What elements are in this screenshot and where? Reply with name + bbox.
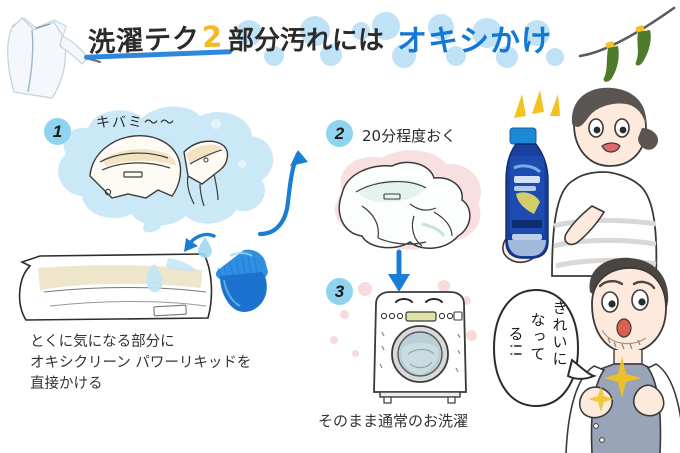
step1-collar-cuff-sketch: [89, 135, 229, 207]
step-1-badge: 1: [44, 118, 71, 145]
step-2-label: 20分程度おく: [362, 127, 457, 145]
step-1-caption: とくに気になる部分に オキシクリーン パワーリキッドを 直接かける: [30, 334, 252, 392]
title-tech: 洗濯テク2: [87, 15, 224, 59]
title-dot: [496, 46, 518, 68]
hanging-shirt-illustration: [7, 17, 102, 99]
step3-dot: [340, 310, 349, 319]
step2-soaking-laundry-sketch: [338, 161, 471, 249]
title-dot: [264, 46, 284, 66]
detergent-bottle: [505, 127, 549, 259]
step3-dot: [466, 330, 477, 341]
title-dot: [428, 14, 454, 40]
step-3-caption: そのまま通常のお洗濯: [318, 412, 469, 430]
step3-dot: [358, 282, 372, 296]
title-dot: [352, 22, 370, 40]
title-tech-text: 洗濯テク: [87, 23, 201, 59]
step-3-badge: 3: [326, 278, 353, 305]
title-banner: 洗濯テク2 部分汚れには オキシかけ: [0, 0, 680, 99]
title-dot: [236, 20, 262, 46]
clothesline-socks-illustration: [578, 6, 676, 82]
droplet-icon: [198, 237, 212, 258]
title-dot: [320, 44, 342, 66]
speech-line-3: る!!: [506, 326, 525, 360]
measuring-cap-illustration: [215, 249, 268, 313]
title-dot: [446, 46, 466, 66]
title-dot: [546, 48, 564, 66]
arrow-step2-to-step3: [388, 249, 410, 292]
speech-bubble-text: きれいに なって る!!: [500, 300, 576, 400]
speech-line-1: きれいに: [550, 300, 569, 368]
step-2-badge: 2: [326, 120, 353, 147]
step3-dot: [352, 350, 359, 357]
title-highlight-text: オキシかけ: [397, 24, 552, 59]
step-1-note: キバミ〜〜: [96, 115, 176, 131]
arrow-step1-to-step2: [257, 150, 308, 237]
title-middle-text: 部分汚れには: [228, 26, 385, 56]
speech-bubble-shape: [492, 288, 597, 408]
speech-line-2: なって: [528, 312, 547, 363]
pour-arrow-icon: [184, 232, 216, 252]
washing-machine-illustration: [373, 291, 467, 404]
step3-dot: [438, 280, 450, 292]
title-dot: [300, 16, 330, 46]
step3-dot: [462, 296, 471, 305]
title-dot: [472, 18, 502, 48]
step1-collar-treatment-sketch: [18, 253, 213, 321]
step3-dot: [330, 336, 338, 344]
title-tech-number: 2: [201, 19, 224, 55]
title-dot: [372, 12, 400, 40]
title-dot: [524, 20, 550, 46]
woman-with-bottle-illustration: [502, 87, 659, 277]
man-with-shirt-illustration: [565, 257, 680, 453]
title-dot: [392, 44, 416, 68]
